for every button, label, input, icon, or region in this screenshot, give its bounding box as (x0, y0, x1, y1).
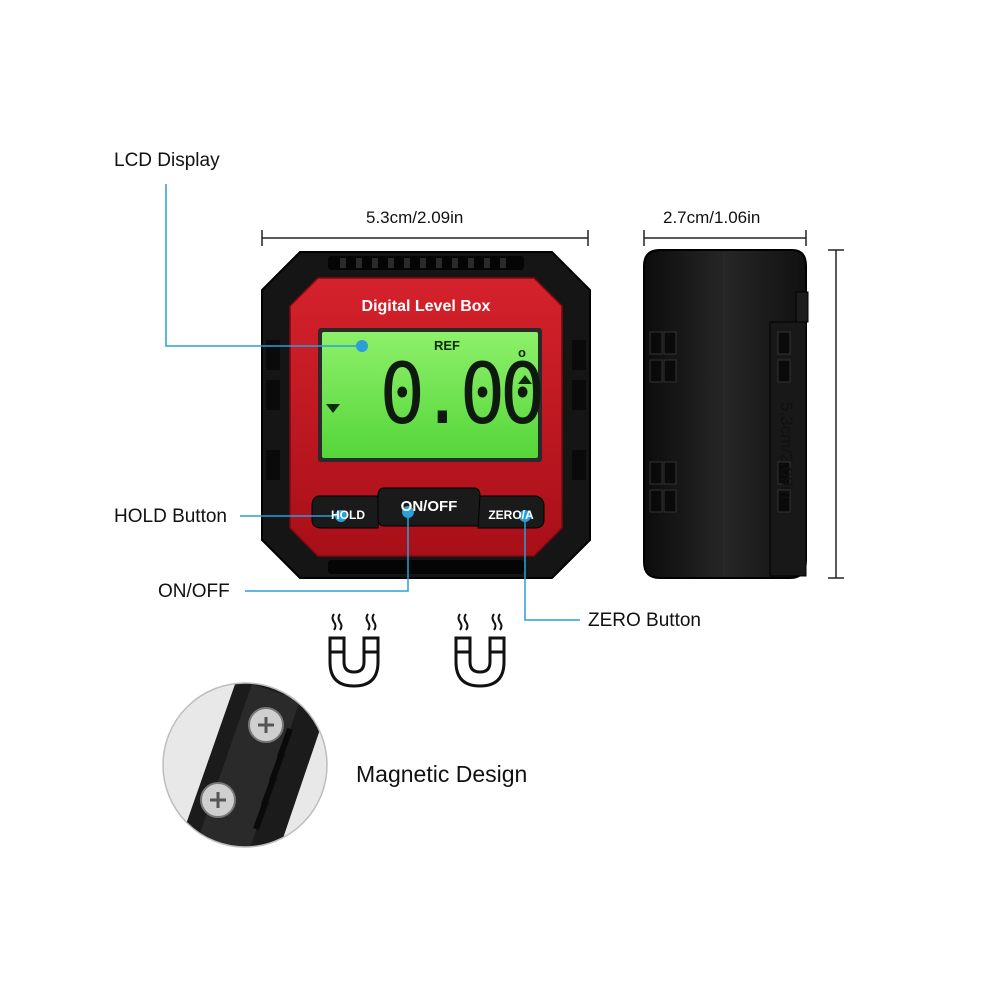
side-device (643, 249, 809, 579)
screw-icon (248, 707, 284, 743)
hold-button[interactable]: HOLD (331, 508, 365, 522)
magnetic-detail-photo (162, 682, 328, 848)
lcd-reading: 0.00 (379, 345, 546, 443)
device-brand-text: Digital Level Box (361, 298, 491, 315)
callout-dots (335, 340, 531, 522)
magnet-icon (328, 613, 380, 688)
front-width-dimension-line (261, 230, 589, 246)
side-height-label: 5.3cm/2.09in (777, 402, 796, 500)
lcd-callout-line (165, 184, 362, 347)
hold-button-label: HOLD Button (114, 506, 227, 527)
onoff-callout-line (245, 512, 409, 592)
side-depth-label: 2.7cm/1.06in (663, 208, 761, 227)
callout-lines (165, 184, 580, 621)
side-height-dimension-line (828, 249, 844, 579)
zero-callout-line (524, 516, 580, 621)
lcd-up-arrow-icon (518, 375, 532, 384)
lcd-down-arrow-icon (326, 404, 340, 413)
magnet-icon (454, 613, 506, 688)
lcd-ref-indicator: REF (434, 338, 460, 353)
magnetic-design-label: Magnetic Design (356, 761, 528, 787)
front-width-label: 5.3cm/2.09in (366, 208, 464, 227)
side-depth-dimension-line (643, 230, 807, 246)
lcd-degree-symbol: o (518, 345, 526, 360)
zero-button[interactable]: ZERO/A (488, 508, 534, 522)
front-device (261, 251, 591, 579)
screw-icon (200, 782, 236, 818)
onoff-button[interactable]: ON/OFF (400, 498, 458, 515)
onoff-label: ON/OFF (158, 581, 230, 602)
lcd-display-label: LCD Display (114, 150, 220, 171)
zero-button-label: ZERO Button (588, 610, 701, 631)
